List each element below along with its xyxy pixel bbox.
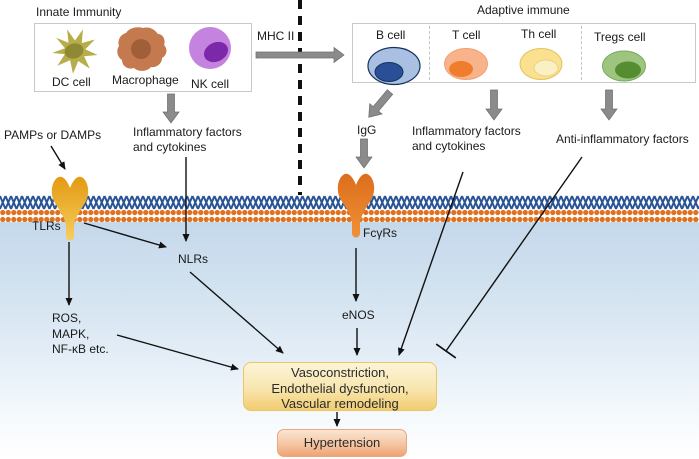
adaptive-box-divider-2	[581, 26, 582, 80]
enos-label: eNOS	[342, 308, 375, 322]
outcome-line3: Vascular remodeling	[281, 396, 399, 411]
anti-inflammatory-label: Anti-inflammatory factors	[556, 132, 689, 146]
inflammatory-factors-left-line1: Inflammatory factors	[133, 125, 242, 139]
arrow-inflammatory-right-to-outcome	[398, 171, 464, 356]
tlrs-label: TLRs	[32, 219, 61, 233]
ros-line3: NF-κB etc.	[52, 342, 109, 356]
dc-cell-label: DC cell	[52, 75, 91, 89]
b-cell-label: B cell	[376, 28, 406, 42]
inflammatory-factors-right-line1: Inflammatory factors	[412, 124, 521, 138]
tregs-cell-label: Tregs cell	[594, 30, 646, 44]
fcgr-receptor-icon	[337, 173, 375, 238]
cytoplasm-background	[0, 196, 699, 459]
vascular-outcome-box: Vasoconstriction, Endothelial dysfunctio…	[243, 362, 437, 411]
arrow-nlrs-to-outcome	[189, 271, 284, 354]
tlr-receptor-icon	[51, 176, 89, 241]
ros-mapk-label: ROS, MAPK, NF-κB etc.	[52, 311, 109, 358]
th-cell-icon	[519, 48, 563, 80]
innate-output-arrow-icon	[162, 93, 180, 124]
arrow-tlr-to-nlrs	[83, 222, 167, 249]
mhc-arrow-icon	[255, 46, 345, 64]
mhc-ii-label: MHC II	[257, 29, 295, 43]
tregs-cell-icon	[602, 50, 646, 82]
nlrs-label: NLRs	[178, 252, 209, 266]
outcome-line2: Endothelial dysfunction,	[271, 380, 409, 396]
b-cell-icon	[367, 46, 421, 86]
adaptive-box-divider-1	[429, 26, 430, 80]
inflammatory-factors-right-label: Inflammatory factors and cytokines	[412, 124, 521, 154]
adaptive-immune-title: Adaptive immune	[477, 3, 570, 17]
tcell-output-arrow-icon	[485, 89, 503, 121]
th-cell-label: Th cell	[521, 27, 557, 41]
inhibition-bar-icon	[435, 343, 457, 359]
igg-arrow-icon	[355, 138, 373, 169]
bcell-output-arrow-icon	[368, 89, 394, 118]
t-cell-label: T cell	[452, 28, 481, 42]
dc-cell-icon	[52, 29, 98, 74]
inflammatory-factors-left-label: Inflammatory factors and cytokines	[133, 125, 242, 155]
macrophage-label: Macrophage	[112, 73, 179, 87]
arrow-ros-to-outcome	[116, 334, 239, 371]
innate-immunity-title: Innate Immunity	[36, 5, 122, 19]
macrophage-icon	[117, 27, 167, 71]
inflammatory-factors-left-line2: and cytokines	[133, 140, 207, 154]
ros-line2: MAPK,	[52, 326, 90, 341]
inflammatory-factors-right-line2: and cytokines	[412, 139, 486, 153]
fcgrs-label: FcγRs	[363, 226, 397, 240]
nk-cell-label: NK cell	[191, 77, 230, 91]
hypertension-box: Hypertension	[277, 429, 407, 457]
pamps-damps-label: PAMPs or DAMPs	[4, 128, 102, 142]
arrow-pamps-to-tlr	[50, 145, 66, 170]
t-cell-icon	[444, 48, 488, 80]
innate-adaptive-divider	[298, 0, 302, 197]
tregs-output-arrow-icon	[600, 89, 618, 121]
nk-cell-icon	[189, 27, 231, 69]
ros-line1: ROS,	[52, 311, 82, 325]
inhibition-line-anti-inflammatory	[445, 156, 583, 352]
outcome-line1: Vasoconstriction,	[290, 365, 390, 380]
igg-label: IgG	[357, 123, 377, 137]
